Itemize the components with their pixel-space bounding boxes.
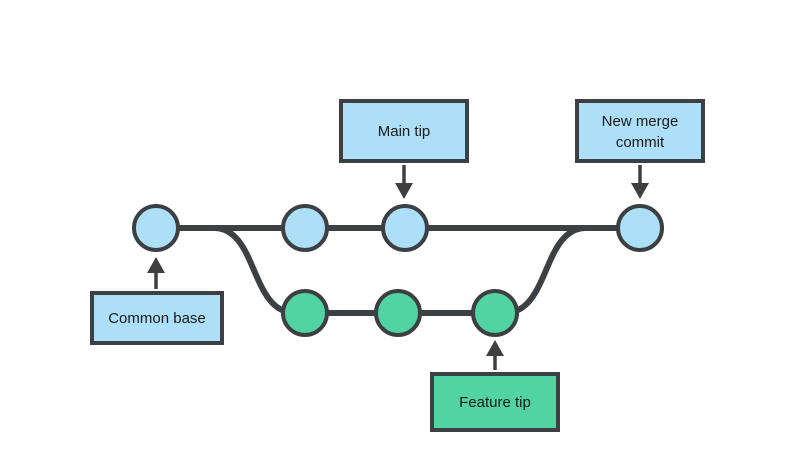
arrow-head-new-merge-commit-down-icon <box>631 183 649 199</box>
label-box-common-base-rect <box>90 291 224 345</box>
label-box-main-tip-rect <box>339 99 469 163</box>
commit-node-common-base[interactable] <box>132 204 180 252</box>
label-box-common-base-text: Common base <box>108 310 206 327</box>
label-box-common-base[interactable]: Common base <box>90 291 224 345</box>
arrow-head-feature-tip-up-icon <box>486 340 504 356</box>
label-box-new-merge-commit-rect <box>575 99 705 163</box>
commit-node-merge-commit[interactable] <box>616 204 664 252</box>
label-boxes: Main tip New merge commit Common base Fe… <box>90 99 705 432</box>
merge-curve <box>504 225 587 316</box>
commit-node-feature-1[interactable] <box>281 289 329 337</box>
label-box-new-merge-commit[interactable]: New merge commit <box>575 99 705 163</box>
arrow-head-common-base-up-icon <box>147 257 165 273</box>
label-box-feature-tip-text: Feature tip <box>459 394 531 411</box>
arrow-head-main-tip-down-icon <box>395 183 413 199</box>
label-box-new-merge-commit-text-line2: commit <box>616 134 665 151</box>
branch-off-curve <box>213 225 296 316</box>
annotation-arrows <box>147 165 649 370</box>
label-box-main-tip-text: Main tip <box>378 123 431 140</box>
commit-node-main-1[interactable] <box>281 204 329 252</box>
label-box-new-merge-commit-text-line1: New merge <box>602 113 679 130</box>
label-box-main-tip[interactable]: Main tip <box>339 99 469 163</box>
label-box-feature-tip-rect <box>430 372 560 432</box>
commit-node-feature-tip[interactable] <box>471 289 519 337</box>
commit-node-main-tip[interactable] <box>381 204 429 252</box>
label-box-feature-tip[interactable]: Feature tip <box>430 372 560 432</box>
commit-nodes <box>132 204 664 337</box>
commit-node-feature-2[interactable] <box>374 289 422 337</box>
